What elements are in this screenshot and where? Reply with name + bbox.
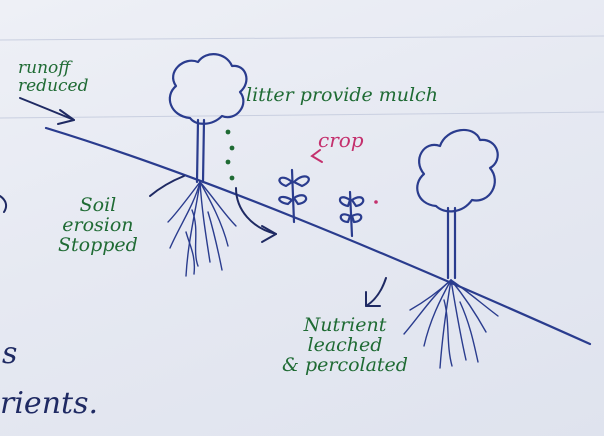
nutrient-label: Nutrient leached & percolated bbox=[282, 314, 408, 376]
right-tree-canopy bbox=[416, 128, 499, 213]
left-tree-roots bbox=[167, 181, 237, 277]
nutrient-line-3: & percolated bbox=[282, 353, 408, 376]
nutrient-arrow bbox=[365, 277, 387, 307]
runoff-arrow bbox=[19, 97, 75, 125]
soil-erosion-line-2: erosion bbox=[62, 213, 134, 236]
nutrient-line-1: Nutrient bbox=[303, 314, 387, 336]
left-tree-trunk bbox=[195, 118, 206, 184]
paper-rule-lines bbox=[0, 35, 604, 119]
page-fragment-s: s bbox=[2, 336, 18, 371]
right-tree-roots bbox=[403, 279, 499, 369]
soil-erosion-line-3: Stopped bbox=[58, 233, 138, 256]
runoff-label-line-2: reduced bbox=[18, 75, 89, 96]
nutrient-line-2: leached bbox=[307, 333, 383, 356]
right-tree bbox=[403, 128, 499, 369]
page-fragment-nutrients: rients. bbox=[0, 386, 98, 421]
litter-arrow bbox=[235, 187, 277, 243]
litter-mulch-label: litter provide mulch bbox=[246, 84, 438, 106]
left-tree-canopy bbox=[168, 53, 248, 125]
left-tree bbox=[167, 53, 248, 277]
soil-erosion-label: Soil erosion Stopped bbox=[58, 194, 138, 256]
crop-label: crop bbox=[318, 128, 364, 152]
runoff-label-line-1: runoff bbox=[18, 58, 71, 78]
soil-erosion-arrow bbox=[149, 175, 185, 197]
crop-plant-1 bbox=[278, 168, 310, 224]
litter-dots bbox=[225, 129, 235, 181]
pink-dot bbox=[374, 200, 378, 204]
right-tree-trunk bbox=[446, 206, 457, 280]
margin-mark bbox=[0, 195, 8, 213]
soil-erosion-line-1: Soil bbox=[79, 194, 117, 216]
slope-ground-line bbox=[44, 126, 592, 346]
crop-plant-2 bbox=[338, 190, 365, 238]
crop-pointer-mark bbox=[310, 149, 323, 163]
runoff-label: runoff reduced bbox=[18, 58, 89, 96]
